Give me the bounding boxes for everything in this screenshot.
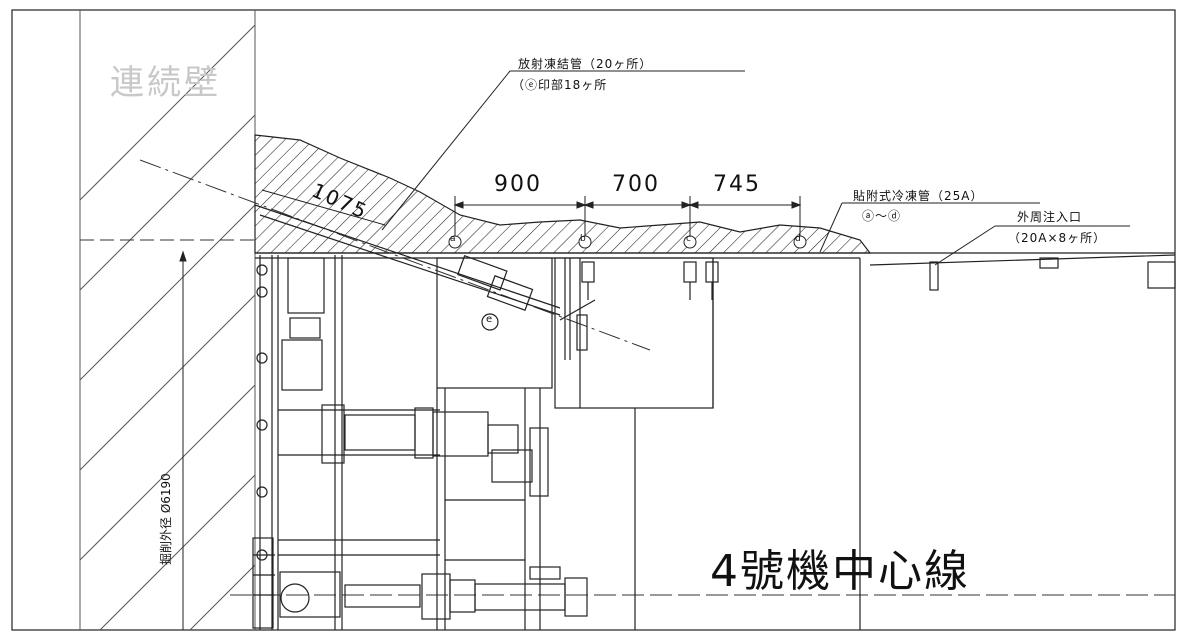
diaphragm-wall — [79, 10, 256, 631]
center-lines — [80, 159, 1175, 596]
centerline-label: 4號機中心線 — [710, 546, 970, 597]
dimension-700: 700 — [612, 172, 660, 197]
shield-machine-structure — [254, 204, 1176, 630]
dimension-900: 900 — [494, 172, 542, 197]
drawing-frame — [11, 9, 1176, 631]
leader-lines — [179, 70, 1130, 630]
cutter-head — [252, 537, 310, 629]
radial-pipe-label-line2: （ⓔ印部18ヶ所 — [512, 78, 608, 92]
pipe-markers — [448, 235, 807, 249]
vertical-dimension-label: 掘削外径 Ø6190 — [159, 473, 173, 565]
marker-b: b — [580, 234, 586, 244]
radial-pipe-label-line1: 放射凍結管（20ヶ所） — [518, 57, 653, 71]
attached-pipe-label-line1: 貼附式冷凍管（25A） — [853, 189, 984, 203]
marker-a: a — [450, 234, 456, 244]
dimension-745: 745 — [713, 172, 761, 197]
injection-port-label-line2: （20A×8ヶ所） — [1008, 231, 1107, 245]
marker-d: d — [795, 234, 801, 244]
injection-port-label-line1: 外周注入口 — [1017, 210, 1083, 224]
marker-c: c — [686, 234, 691, 244]
attached-pipe-label-line2: ⓐ〜ⓓ — [862, 209, 902, 223]
frozen-soil-zone — [254, 134, 872, 254]
wall-label: 連続壁 — [110, 63, 221, 103]
marker-e: e — [486, 314, 493, 325]
